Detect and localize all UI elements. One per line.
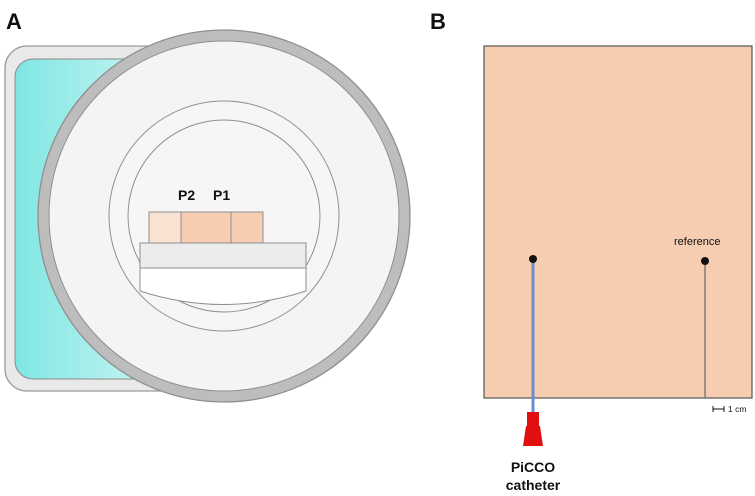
tissue-block [483,45,753,399]
catheter-label-line2: catheter [506,477,561,493]
panel-a: A P2 P1 [4,9,411,403]
reference-label: reference [674,236,720,248]
tissue-segment-p2 [180,211,232,244]
catheter-hub [523,412,543,446]
probe-label-p2: P2 [178,187,195,203]
probe-label-p1: P1 [213,187,230,203]
tissue-segment-light [148,211,182,244]
panel-a-letter: A [6,9,22,34]
reference-probe-dot [701,257,709,265]
patient-table-top [139,242,307,269]
panel-b: B reference 1 cm PiCCO catheter [430,9,753,493]
tissue-segment-p1 [230,211,264,244]
catheter-tip-dot [529,255,537,263]
panel-b-letter: B [430,9,446,34]
scale-bar [712,406,725,412]
catheter-label-line1: PiCCO [511,459,555,475]
scale-label: 1 cm [728,404,746,414]
